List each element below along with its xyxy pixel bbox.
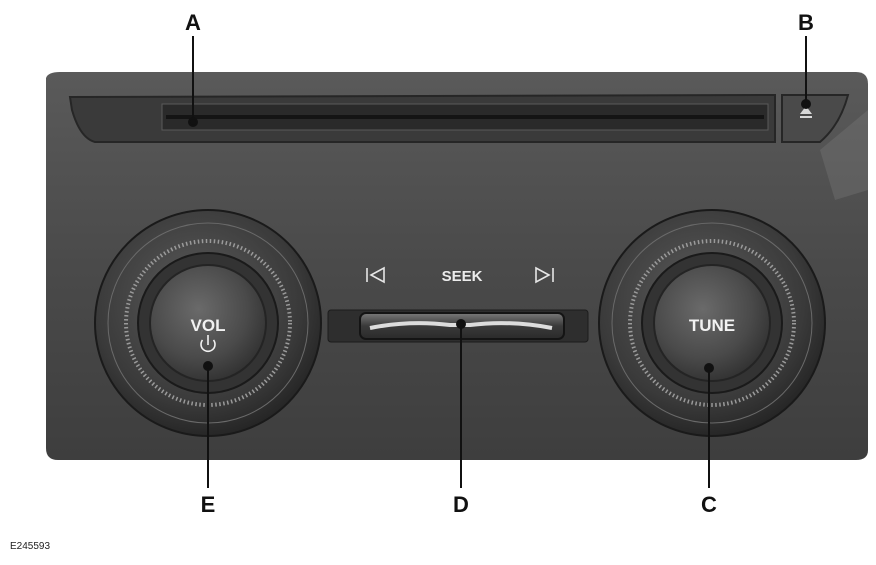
skip-forward-icon [535,266,554,284]
tune-knob[interactable]: TUNE [598,209,826,437]
eject-icon [800,106,812,118]
callout-d: D [453,492,469,517]
seek-label: SEEK [442,268,483,285]
callout-b: B [798,10,814,35]
power-icon [200,335,216,353]
volume-label: VOL [191,316,226,335]
skip-back-icon [366,266,385,284]
callout-dot-a [188,117,198,127]
figure-id: E245593 [10,541,51,552]
callout-dot-e [203,361,213,371]
callout-c: C [701,492,717,517]
callout-e: E [200,492,216,517]
callout-lines [188,36,811,488]
seek-rocker-highlight [369,321,553,330]
faceplate-highlight [820,110,868,200]
callout-dot-b [801,99,811,109]
eject-button[interactable] [781,94,850,143]
callout-dot-c [704,363,714,373]
callout-dot-d [456,319,466,329]
tune-label: TUNE [689,316,735,335]
callout-a: A [185,10,201,35]
